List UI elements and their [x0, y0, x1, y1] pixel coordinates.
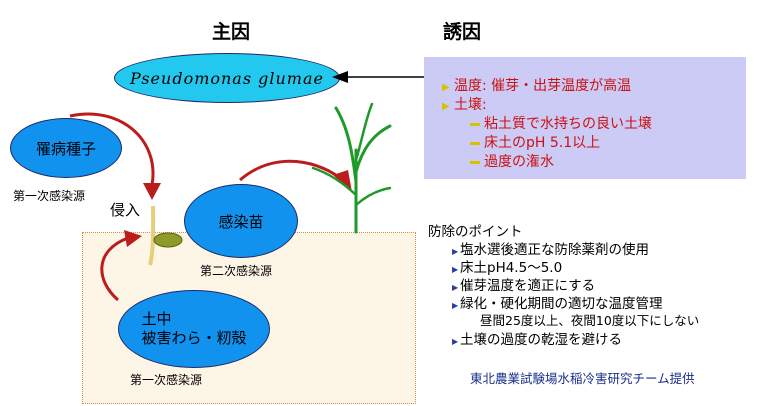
seed-to-invasion-arrow: [69, 112, 155, 186]
triangle-bullet-icon: ▶: [442, 101, 450, 112]
soil-to-invasion-arrow: [100, 236, 129, 302]
control-item: ▶緑化・硬化期間の適切な温度管理: [452, 296, 663, 312]
triangle-bullet-icon: ▶: [452, 283, 459, 292]
invasion-label: 侵入: [110, 201, 141, 219]
infected-seed-source-label: 第一次感染源: [13, 189, 86, 203]
main-cause-heading: 主因: [212, 21, 251, 43]
soil-source-label: 第一次感染源: [130, 373, 203, 387]
red-arrowhead-icon: [143, 183, 161, 200]
soil-node-line1: 土中: [141, 310, 172, 328]
dash-bullet-icon: [470, 122, 480, 126]
triangle-bullet-icon: ▶: [452, 301, 459, 310]
rice-seed-icon: [153, 232, 183, 248]
control-item: ▶塩水選後適正な防除薬剤の使用: [452, 242, 649, 258]
control-title: 防除のポイント: [428, 224, 523, 240]
factor-soil-item: 床土のpH 5.1以上: [470, 132, 600, 152]
factor-soil-item: 過度の潅水: [470, 151, 554, 171]
soil-node: 土中 被害わら・籾殻: [118, 290, 270, 368]
dash-bullet-icon: [470, 160, 480, 164]
red-arrowhead-icon: [124, 230, 142, 247]
triangle-bullet-icon: ▶: [442, 82, 450, 93]
black-arrowhead-icon: [332, 71, 348, 83]
pathogen-node: Pseudomonas glumae: [114, 53, 340, 103]
factor-temperature: ▶温度: 催芽・出芽温度が高温: [442, 78, 632, 94]
infected-seedling-node: 感染苗: [184, 184, 298, 258]
factor-soil: ▶土壌:: [442, 97, 487, 113]
control-item: ▶催芽温度を適正にする: [452, 278, 596, 294]
triangle-bullet-icon: ▶: [452, 265, 459, 274]
rice-plant-icon: [311, 102, 392, 234]
infected-seed-node: 罹病種子: [10, 118, 122, 178]
seedling-to-plant-arrow: [239, 159, 346, 184]
pathogen-name: Pseudomonas glumae: [130, 68, 324, 88]
predisposing-factors-box: ▶温度: 催芽・出芽温度が高温 ▶土壌: 粘土質で水持ちの良い土壌 床土のpH …: [424, 57, 746, 179]
dash-bullet-icon: [470, 141, 480, 145]
infected-seedling-source-label: 第二次感染源: [200, 264, 273, 278]
sprout-icon: [148, 205, 156, 266]
factor-soil-item: 粘土質で水持ちの良い土壌: [470, 113, 652, 133]
soil-node-line2: 被害わら・籾殻: [141, 329, 247, 347]
control-item: ▶土壌の過度の乾湿を避ける: [452, 332, 622, 348]
credit-text: 東北農業試験場水稲冷害研究チーム提供: [470, 371, 695, 386]
control-item: ▶床土pH4.5～5.0: [452, 260, 563, 276]
control-subnote: 昼間25度以上、夜間10度以下にしない: [480, 313, 700, 328]
predisposing-cause-heading: 誘因: [443, 21, 482, 43]
triangle-bullet-icon: ▶: [452, 247, 459, 256]
triangle-bullet-icon: ▶: [452, 337, 459, 346]
